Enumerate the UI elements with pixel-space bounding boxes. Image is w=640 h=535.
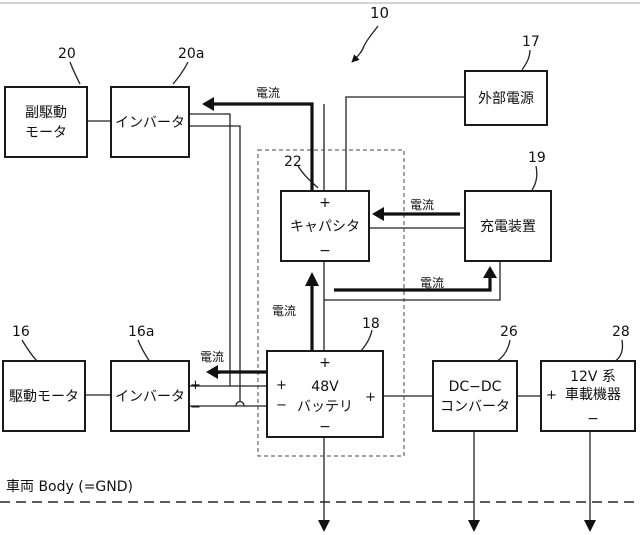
inverter-top-block: インバータ — [110, 86, 190, 158]
current-arrowhead-feed — [483, 266, 497, 278]
ground-arrow-dcdc — [468, 520, 480, 532]
drive-motor-label: 駆動モータ — [9, 389, 79, 405]
ref-28: 28 — [612, 324, 630, 340]
current-arrow-bottom-shaft — [216, 370, 266, 374]
ref-26: 26 — [500, 324, 518, 340]
ref-16a: 16a — [128, 324, 155, 340]
wire-external-capacitor — [345, 96, 464, 192]
dcdc-label-2: コンバータ — [440, 399, 510, 415]
current-label-charger: 電流 — [410, 198, 435, 212]
device-12v-plus: + — [546, 388, 557, 403]
inverter-bottom-minus: − — [190, 400, 201, 415]
ref-16-leader — [21, 339, 39, 363]
battery-label-2: バッテリ — [297, 399, 353, 415]
current-label-feed: 電流 — [420, 276, 445, 290]
ground-label: 車両 Body (=GND) — [6, 479, 133, 495]
battery-minus-left: − — [276, 398, 287, 413]
wire-inv-top-pos — [190, 113, 231, 386]
wire-crossing — [235, 400, 245, 407]
drive-motor-block: 駆動モータ — [2, 360, 86, 432]
current-arrow-top — [214, 102, 314, 190]
device-12v-minus: − — [587, 411, 599, 427]
external-power-block: 外部電源 — [464, 70, 548, 126]
dcdc-block: DC−DC コンバータ — [432, 360, 518, 432]
charger-block: 充電装置 — [464, 190, 552, 262]
ref-22: 22 — [284, 154, 302, 170]
battery-plus-right: + — [365, 390, 376, 405]
sub-motor-label-1: 副駆動 — [25, 105, 67, 121]
current-arrowhead-vertical — [305, 272, 319, 286]
device-12v-label-1: 12V 系 — [570, 369, 616, 385]
ref-19-leader — [531, 165, 538, 191]
capacitor-label: キャパシタ — [290, 219, 360, 235]
inverter-bottom-plus: + — [190, 378, 201, 393]
ref-17: 17 — [522, 34, 540, 50]
current-arrowhead-bottom — [206, 365, 218, 379]
inverter-bottom-label: インバータ — [115, 389, 185, 405]
ref-19: 19 — [528, 150, 546, 166]
current-label-bottom: 電流 — [200, 350, 225, 364]
ref-20a-leader — [172, 61, 189, 85]
current-arrowhead-top — [202, 97, 214, 111]
battery-label-1: 48V — [311, 379, 339, 395]
ref-17-leader — [521, 49, 531, 71]
wire-inv-top-neg — [190, 125, 241, 402]
sub-motor-label-2: モータ — [25, 125, 67, 141]
capacitor-plus: + — [319, 195, 331, 211]
capacitor-block: + キャパシタ − — [280, 190, 370, 262]
current-label-vertical: 電流 — [272, 304, 297, 318]
ref-16a-leader — [137, 339, 151, 363]
device-12v-label-2: 車載機器 — [565, 387, 621, 403]
device-12v-block: 12V 系 車載機器 + − — [540, 360, 636, 432]
ground-arrows — [318, 520, 596, 532]
current-arrow-feed — [334, 276, 492, 292]
ref-26-leader — [495, 339, 511, 363]
battery-plus-top: + — [319, 355, 331, 371]
ref-20a: 20a — [178, 46, 205, 62]
dcdc-label-1: DC−DC — [448, 379, 502, 395]
capacitor-minus: − — [319, 243, 331, 259]
battery-block: + 48V バッテリ − + − + — [266, 350, 384, 438]
current-arrowhead-charger — [372, 207, 384, 221]
charger-label: 充電装置 — [480, 219, 536, 235]
inverter-top-label: インバータ — [115, 115, 185, 131]
figure-number: 10 — [370, 4, 390, 22]
inverter-bottom-block: インバータ — [110, 360, 190, 432]
ref-10-leader — [351, 25, 379, 63]
wire-charger-return — [324, 262, 501, 301]
sub-motor-block: 副駆動 モータ — [4, 86, 88, 158]
battery-minus-bottom: − — [319, 419, 331, 435]
battery-plus-left: + — [276, 378, 287, 393]
ground-arrow-12v — [584, 520, 596, 532]
ref-20-leader — [69, 61, 81, 85]
ref-20: 20 — [58, 46, 76, 62]
ref-18: 18 — [362, 316, 380, 332]
current-label-top: 電流 — [256, 86, 281, 100]
ref-22-leader — [297, 165, 319, 189]
external-power-label: 外部電源 — [478, 91, 534, 107]
ground-arrow-battery — [318, 520, 330, 532]
ref-28-leader — [613, 339, 624, 363]
ref-16: 16 — [12, 324, 30, 340]
module-enclosure — [257, 149, 405, 457]
